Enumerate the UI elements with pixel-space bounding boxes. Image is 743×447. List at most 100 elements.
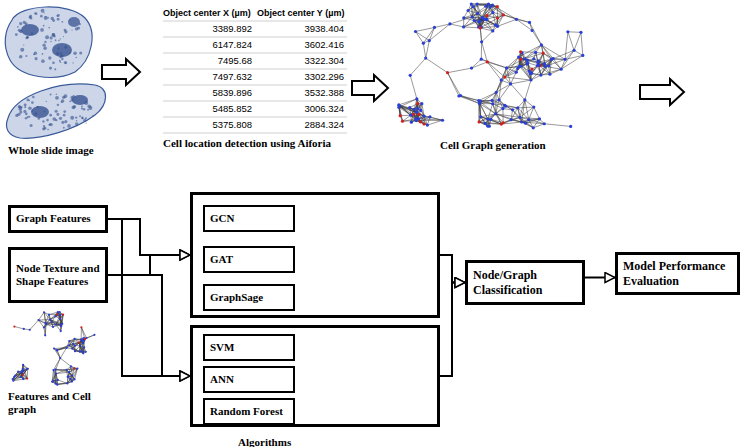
graph-cell — [21, 371, 23, 373]
graph-cell — [81, 340, 83, 342]
graph-edge — [495, 92, 497, 113]
graph-cell — [55, 373, 57, 375]
tissue-dot — [28, 106, 32, 110]
graph-edge — [505, 105, 518, 108]
graph-cell — [56, 313, 58, 315]
graph-edge — [46, 324, 56, 325]
tissue-dot — [49, 123, 52, 126]
graph-edge — [67, 376, 69, 377]
tissue-dot — [57, 14, 60, 17]
graph-cell — [473, 19, 476, 22]
graph-cell — [413, 108, 416, 111]
graph-edge — [479, 122, 501, 124]
tissue-illustration — [5, 7, 105, 138]
graph-cell — [472, 5, 475, 8]
tissue-dot — [37, 106, 39, 108]
graph-cell — [530, 68, 533, 71]
graph-edge — [459, 96, 479, 101]
graph-cell — [67, 376, 69, 378]
graph-edge — [480, 15, 504, 21]
graph-edge — [472, 62, 488, 68]
graph-edge — [553, 59, 561, 70]
tissue-dot — [25, 112, 28, 115]
graph-edge — [479, 100, 492, 103]
tissue-dot — [17, 113, 20, 116]
tissue-dot — [42, 53, 44, 55]
flow-connector — [585, 277, 615, 279]
graph-cell — [62, 314, 64, 316]
graph-edge — [480, 26, 497, 28]
table-cell: 5839.896 — [163, 85, 255, 101]
graph-cell — [80, 326, 82, 328]
tissue-dot — [45, 16, 46, 17]
graph-cell — [505, 66, 508, 69]
tissue-dot — [26, 36, 28, 38]
tissue-dot — [28, 100, 30, 102]
graph-edge — [487, 62, 501, 80]
tissue-dot — [92, 115, 93, 116]
graph-edge — [531, 75, 541, 80]
graph-cell — [484, 5, 487, 8]
box-label: Graph Features — [11, 212, 105, 225]
box-label: SVM — [205, 341, 293, 354]
graph-edge — [533, 124, 544, 128]
box-label: GAT — [205, 253, 293, 266]
box-label: GCN — [205, 212, 293, 225]
tissue-dot — [30, 17, 33, 20]
graph-edge — [56, 372, 69, 374]
graph-cell — [71, 348, 73, 350]
graph-cell — [462, 16, 465, 19]
tissue-dot — [43, 12, 44, 13]
graph-cell — [524, 122, 527, 125]
tissue-dot — [64, 61, 67, 64]
graph-edge — [427, 120, 442, 125]
graph-cell — [448, 22, 451, 25]
graph-cell — [60, 330, 62, 332]
graph-edge — [501, 122, 521, 124]
graph-edge — [53, 358, 60, 370]
tissue-dot — [56, 113, 59, 116]
tissue-dot — [31, 32, 34, 35]
graph-cell — [410, 121, 413, 124]
table-cell: 6147.824 — [163, 37, 255, 53]
graph-edge — [480, 4, 488, 28]
graph-cell — [401, 120, 404, 123]
graph-cell — [82, 352, 84, 354]
graph-cell — [446, 71, 449, 74]
box-label: Node/Graph Classification — [468, 268, 582, 297]
table-rule — [163, 69, 347, 70]
graph-cell — [529, 78, 532, 81]
graph-edge — [511, 80, 531, 84]
graph-cell — [479, 26, 482, 29]
graph-cell — [536, 61, 539, 64]
algorithm-box: GraphSage — [203, 284, 295, 311]
table-cell: 5375.808 — [163, 117, 255, 133]
graph-cell — [478, 19, 481, 22]
tissue-dot — [53, 35, 55, 37]
graph-cell — [83, 346, 85, 348]
graph-cell — [20, 376, 22, 378]
table-cell: 5485.852 — [163, 101, 255, 117]
table-cell: 7497.632 — [163, 69, 255, 85]
graph-cell — [417, 117, 420, 120]
tissue-dot — [83, 108, 86, 111]
graph-cell — [397, 103, 400, 106]
tissue-dot — [62, 96, 65, 99]
graph-cell — [74, 350, 76, 352]
tissue-dot — [47, 17, 49, 19]
graph-cell — [532, 57, 535, 60]
graph-cell — [479, 115, 482, 118]
graph-edge — [477, 4, 492, 5]
graph-cell — [53, 347, 55, 349]
graph-cell — [494, 112, 497, 115]
graph-cell — [487, 2, 490, 5]
graph-edge — [487, 62, 504, 77]
graph-edge — [525, 80, 531, 100]
graph-cell — [65, 369, 67, 371]
graph-cell — [57, 311, 59, 313]
graph-cell — [540, 43, 543, 46]
tissue-dot — [18, 29, 21, 32]
flow-connector — [440, 283, 465, 377]
graph-edge — [502, 109, 503, 123]
